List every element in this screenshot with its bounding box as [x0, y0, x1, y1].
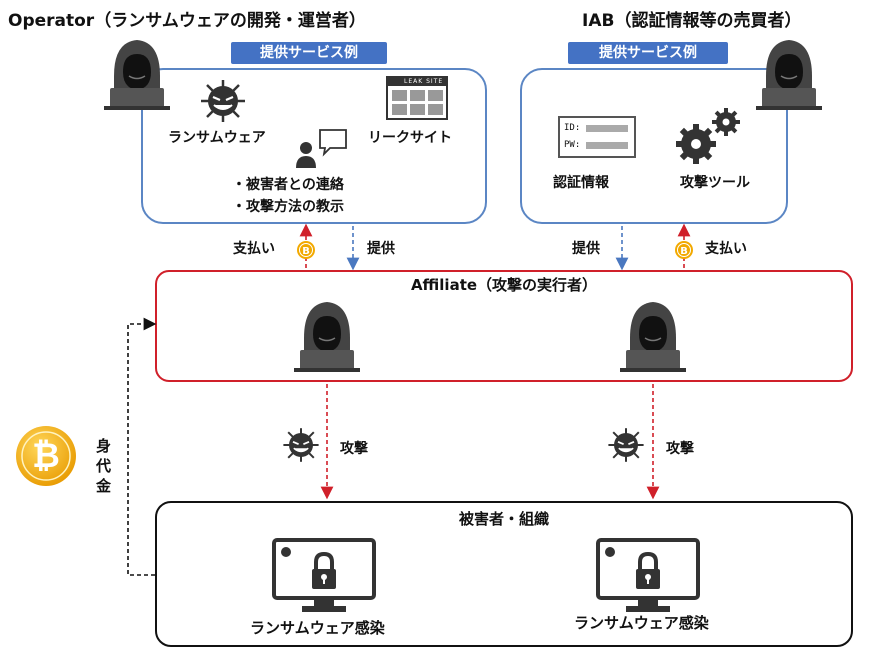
coin-left-icon: B — [297, 241, 315, 259]
operator-hacker-icon — [104, 40, 170, 110]
leak-site-screen-text: LEAK SITE — [404, 78, 444, 85]
iab-title: IAB（認証情報等の売買者） — [582, 11, 802, 31]
attack-right-virus-icon — [608, 428, 644, 462]
coin-right-icon: B — [675, 241, 693, 259]
operator-title: Operator（ランサムウェアの開発・運営者） — [8, 11, 366, 31]
iab-services-tag: 提供サービス例 — [568, 42, 728, 64]
credentials-icon — [558, 116, 636, 158]
iab-hacker-icon — [756, 40, 822, 110]
bitcoin-symbol: ₿ — [32, 436, 60, 476]
provide-right-label: 提供 — [572, 241, 600, 257]
victim-right-monitor-icon — [596, 538, 700, 612]
credentials-id-field: ID: — [564, 123, 581, 133]
pay-right-label: 支払い — [705, 241, 747, 257]
svg-text:B: B — [302, 246, 310, 257]
attack-left-virus-icon — [283, 428, 319, 462]
bitcoin-icon — [16, 426, 76, 486]
provide-left-label: 提供 — [367, 241, 395, 257]
attack-left-label: 攻撃 — [340, 441, 368, 457]
ransom-label: 身代金 — [96, 437, 112, 495]
iab-services-box — [520, 68, 788, 224]
leak-site-icon — [386, 76, 448, 120]
operator-services-box — [141, 68, 487, 224]
operator-bullet-2: ・攻撃方法の教示 — [232, 199, 344, 215]
affiliate-hacker-right-icon — [620, 302, 686, 372]
operator-bullet-1: ・被害者との連絡 — [232, 177, 344, 193]
victim-left-label: ランサムウェア感染 — [250, 619, 385, 637]
gears-icon — [676, 108, 740, 164]
affiliate-hacker-left-icon — [294, 302, 360, 372]
credentials-label: 認証情報 — [553, 175, 609, 191]
operator-services-tag: 提供サービス例 — [231, 42, 387, 64]
leak-site-label: リークサイト — [368, 130, 452, 146]
victim-box — [155, 501, 853, 647]
credentials-pw-field: PW: — [564, 140, 581, 150]
victim-right-label: ランサムウェア感染 — [574, 614, 709, 632]
victim-title: 被害者・組織 — [458, 510, 549, 528]
affiliate-title: Affiliate（攻撃の実行者） — [410, 276, 598, 294]
ransomware-virus-icon — [201, 80, 245, 122]
svg-text:B: B — [680, 246, 688, 257]
ransomware-label: ランサムウェア — [168, 130, 266, 146]
tools-label: 攻撃ツール — [680, 175, 750, 191]
contact-person-icon — [296, 129, 347, 168]
attack-right-label: 攻撃 — [666, 441, 694, 457]
victim-left-monitor-icon — [272, 538, 376, 612]
pay-left-label: 支払い — [233, 241, 275, 257]
